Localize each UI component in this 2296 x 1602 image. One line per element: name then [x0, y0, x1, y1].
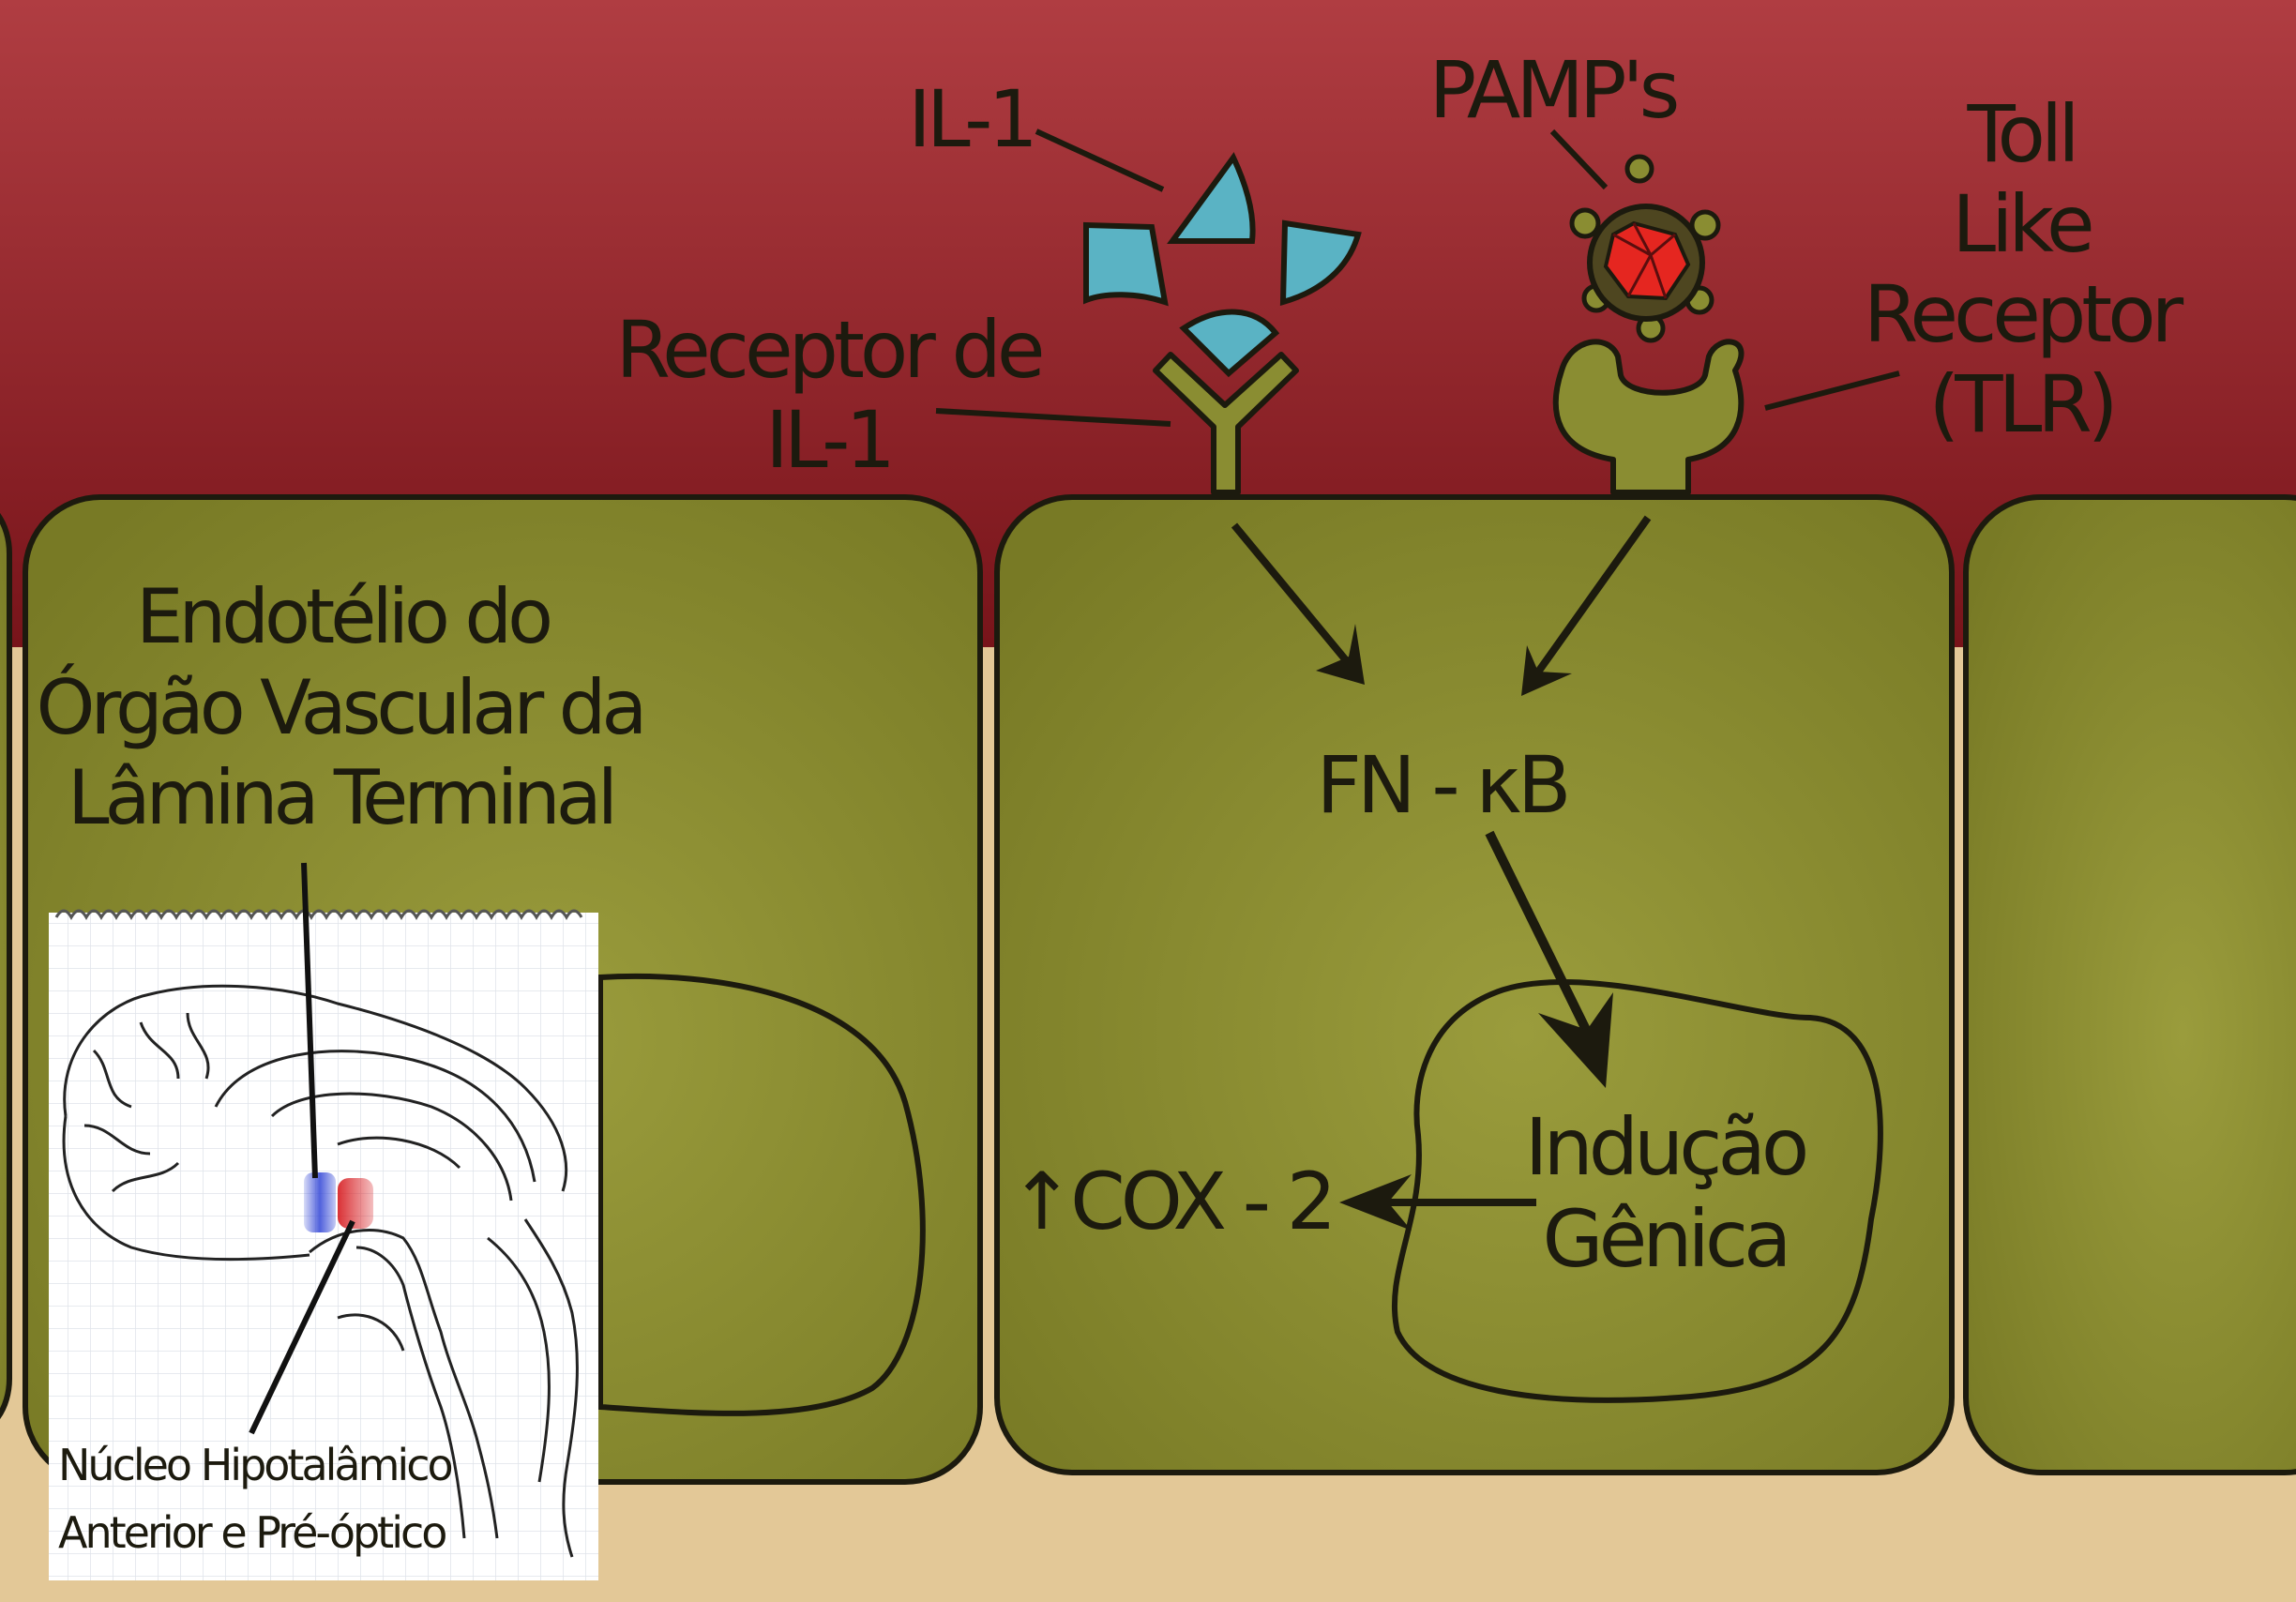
receptor-leader-line	[935, 408, 1171, 427]
il1-receptor	[1153, 352, 1299, 495]
arrow-tlr-to-nfkb	[1521, 515, 1652, 696]
pamps-leader-line	[1549, 128, 1609, 190]
pamp-pathogen	[1569, 154, 1721, 343]
gene-induction-label-line2: Gênica	[1542, 1193, 1787, 1285]
il1-ligand-2	[1167, 152, 1256, 244]
toll-like-receptor	[1552, 339, 1745, 495]
preoptic-marker	[338, 1178, 373, 1229]
nucleus-center	[1391, 979, 1883, 1403]
endothelial-cell-right	[1963, 494, 2296, 1475]
tlr-label-line4: (TLR)	[1928, 358, 2113, 450]
il1-ligand-1	[1083, 221, 1169, 307]
nucleus-label-line2: Anterior e Pré-óptico	[58, 1507, 446, 1558]
il1-ligand-3	[1279, 219, 1362, 307]
nucleus-left	[597, 973, 926, 1416]
endothelial-cell-center	[994, 494, 1955, 1475]
tlr-label-line2: Like	[1952, 178, 2092, 270]
cox2-label: ↑COX - 2	[1009, 1156, 1332, 1247]
tlr-label-line3: Receptor	[1864, 268, 2184, 360]
endothelial-cell-left-edge	[0, 512, 12, 1420]
gene-induction-label-line1: Indução	[1525, 1101, 1805, 1193]
ovlt-marker	[304, 1172, 336, 1232]
nucleus-pointer-line	[249, 1219, 355, 1435]
il1-receptor-label-line1: Receptor de	[615, 304, 1041, 396]
endothelium-label-line2: Órgão Vascular da	[37, 663, 643, 751]
brain-sketch	[62, 984, 579, 1558]
nfkb-label: FN - κB	[1317, 739, 1567, 831]
endothelium-label-line1: Endotélio do	[136, 573, 550, 660]
endothelium-label-line3: Lâmina Terminal	[68, 754, 613, 841]
spiral-binding	[54, 909, 583, 921]
tlr-leader-line	[1764, 370, 1900, 411]
ovlt-pointer-line	[301, 862, 318, 1179]
il1-ligand-bound	[1179, 309, 1280, 378]
arrow-induction-to-cox2	[1339, 1174, 1536, 1231]
il1-label: IL-1	[908, 73, 1034, 165]
arrow-nfkb-to-induction	[1485, 830, 1613, 1088]
brain-inset	[49, 862, 598, 1580]
il1-receptor-label-line2: IL-1	[765, 394, 891, 486]
arrow-il1r-to-nfkb	[1231, 522, 1365, 685]
il1-leader-line	[1035, 128, 1165, 192]
nucleus-label-line1: Núcleo Hipotalâmico	[58, 1440, 451, 1490]
pamps-label: PAMP's	[1429, 44, 1677, 136]
tlr-label-line1: Toll	[1966, 88, 2075, 180]
